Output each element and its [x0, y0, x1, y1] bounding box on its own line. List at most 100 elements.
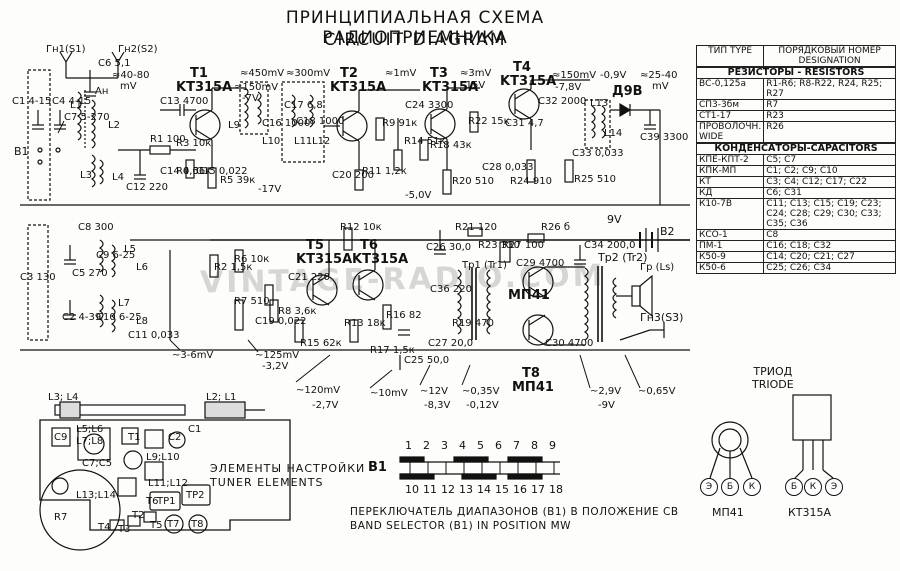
table-cell: СТ1-17 — [695, 110, 765, 122]
switch-contact-6: 6 — [495, 439, 502, 452]
voltage-label: mV — [120, 81, 137, 92]
part-label: C15 0,022 — [196, 166, 248, 177]
board-layout — [39, 401, 291, 551]
layout-label: T3 — [118, 524, 131, 535]
voltage-label: -15V — [462, 80, 486, 91]
layout-label: T6 — [146, 496, 159, 507]
coil-l9 — [243, 87, 249, 129]
tr2-secondary — [612, 277, 618, 319]
part-label: Tp2 (Tr2) — [598, 251, 648, 264]
table-cell: C11; C13; C15; C19; C23; C24; C28; C29; … — [763, 198, 896, 230]
part-label: L8 — [136, 316, 148, 327]
voltage-label: ≈150mV — [552, 70, 597, 81]
voltage-label: ≈1mV — [385, 68, 417, 79]
tuner-caption-ru: ЭЛЕМЕНТЫ НАСТРОЙКИ — [210, 462, 366, 475]
coil-l4 — [98, 159, 104, 185]
part-label: C26 30,0 — [426, 242, 472, 253]
part-label: C27 20,0 — [428, 338, 474, 349]
layout-label: C7;C5 — [82, 458, 113, 469]
part-label: R6 10к — [234, 254, 270, 265]
coil-l8 — [110, 299, 116, 333]
coil-l14 — [600, 105, 606, 139]
t8-type: МП41 — [512, 380, 554, 395]
part-label: C32 2000 — [538, 96, 587, 107]
table-cell: К50-6 — [695, 262, 765, 274]
coil-l13 — [590, 105, 596, 139]
tuner-caption-en: TUNER ELEMENTS — [210, 476, 324, 489]
band-selector-note-en: BAND SELECTOR (B1) IN POSITION MW — [350, 520, 572, 532]
table-cell: ПМ-1 — [695, 240, 765, 252]
switch-contact-4: 4 — [459, 439, 466, 452]
switch-contact-8: 8 — [531, 439, 538, 452]
part-label: R11 1,2к — [362, 166, 407, 177]
part-label: L6 — [136, 262, 148, 273]
part-label: C28 0,033 — [482, 162, 534, 173]
part-label: R16 82 — [386, 310, 422, 321]
t3-type: KT315A — [422, 80, 479, 95]
diode-d9v — [619, 102, 632, 118]
switch-contact-13: 13 — [459, 483, 473, 496]
layout-label: L7;L8 — [76, 436, 104, 447]
band-selector-note: ПЕРЕКЛЮЧАТЕЛЬ ДИАПАЗОНОВ (B1) В ПОЛОЖЕНИ… — [350, 505, 679, 533]
switch-b1-label: B1 — [368, 460, 387, 475]
layout-label: L3; L4 — [48, 392, 79, 403]
part-label: L9 — [228, 120, 240, 131]
part-label: R12 10к — [340, 222, 382, 233]
part-label: C9 6-25 — [96, 250, 136, 261]
table-cell: КТ — [695, 176, 765, 188]
part-label: C3 130 — [20, 272, 56, 283]
table-cell: КД — [695, 187, 765, 199]
part-label: L11 — [294, 136, 313, 147]
table-header-type: ТИП TYPE — [695, 45, 765, 68]
switch-contact-18: 18 — [549, 483, 563, 496]
table-cell: СП3-3бм — [695, 99, 765, 111]
tr2-outline — [181, 484, 211, 506]
part-label: R5 39к — [220, 175, 256, 186]
jack-label: Гн1(S1) — [46, 44, 86, 55]
title-russian: ПРИНЦИПИАЛЬНАЯ СХЕМА РАДИОПРИЕМНИКА — [285, 8, 545, 48]
table-header-designation: ПОРЯДКОВЫЙ НОМЕР DESIGNATION — [763, 45, 896, 68]
voltage-label: -0,9V — [600, 70, 627, 81]
coil-l12 — [308, 94, 314, 128]
table-cell: КСО-1 — [695, 229, 765, 241]
component-table: ТИП TYPE ПОРЯДКОВЫЙ НОМЕР DESIGNATION РЕ… — [695, 45, 896, 274]
part-label: R7 510 — [234, 296, 270, 307]
voltage-label: -7,8V — [555, 82, 582, 93]
part-label: R24 910 — [510, 176, 552, 187]
part-label: L1 — [70, 100, 82, 111]
voltage-label: -5,0V — [405, 190, 432, 201]
band-switch-drawing — [399, 456, 560, 480]
voltage-label: -8,3V — [424, 400, 451, 411]
part-label: Tp1 (Tr1) — [462, 260, 507, 271]
layout-label: C9 — [54, 432, 68, 443]
tuning-dial — [39, 469, 121, 551]
voltage-label: ≈450mV — [240, 68, 285, 79]
speaker-cone — [639, 274, 653, 318]
voltage-label: ≈150mV — [234, 82, 279, 93]
d9v-label: Д9В — [612, 84, 643, 99]
voltage-label: ≈25-40 — [640, 70, 678, 81]
voltage-label: -9V — [598, 400, 615, 411]
voltage-label: ~125mV — [255, 350, 300, 361]
part-label: C19 0,022 — [255, 316, 307, 327]
part-label: C24 3300 — [405, 100, 454, 111]
switch-contact-10: 10 — [405, 483, 419, 496]
switch-contact-3: 3 — [441, 439, 448, 452]
part-label: C21 220 — [288, 272, 330, 283]
part-label: C11 0,033 — [128, 330, 180, 341]
transistor-t7 — [522, 266, 554, 298]
transistor-t6 — [352, 269, 384, 301]
tr2-primary — [583, 267, 589, 341]
part-label: C39 3300 — [640, 132, 689, 143]
transistor-t1 — [189, 109, 221, 141]
pin-mp41-b: Б — [721, 478, 739, 496]
voltage-label: ~0,65V — [638, 386, 676, 397]
part-label: C10 6-25 — [96, 312, 142, 323]
coil-l7 — [98, 294, 104, 328]
part-label: Гр (Ls) — [640, 262, 675, 273]
pin-mp41-e: Э — [700, 478, 718, 496]
